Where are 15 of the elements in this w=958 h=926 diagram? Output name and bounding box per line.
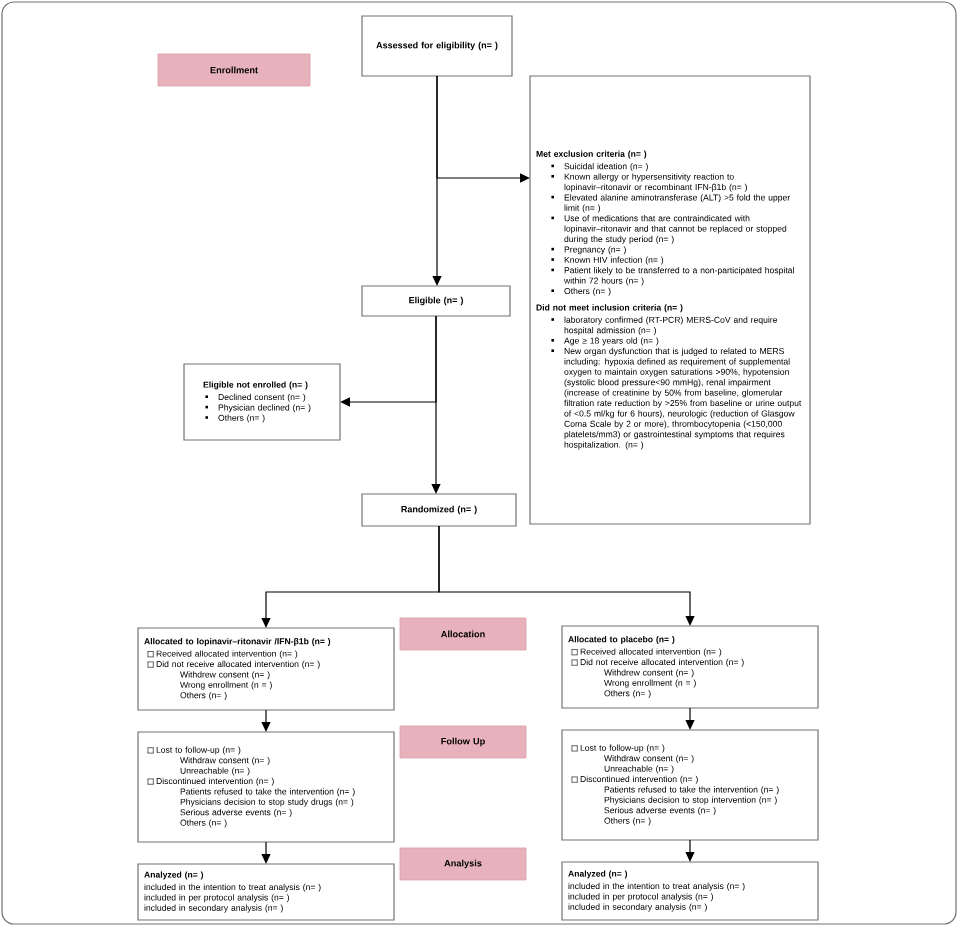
arrow (438, 525, 695, 626)
flow-box (137, 627, 395, 711)
arrow (685, 839, 695, 862)
flow-box (137, 863, 395, 921)
arrow (685, 707, 695, 730)
flow-box (529, 75, 811, 525)
flow-box (183, 363, 341, 441)
flow-box (137, 731, 395, 843)
flow-box (561, 625, 819, 709)
flow-box (561, 729, 819, 841)
arrow (261, 709, 271, 732)
arrow (436, 75, 530, 183)
arrow (431, 315, 441, 494)
flow-box (561, 861, 819, 921)
arrow (261, 841, 271, 864)
